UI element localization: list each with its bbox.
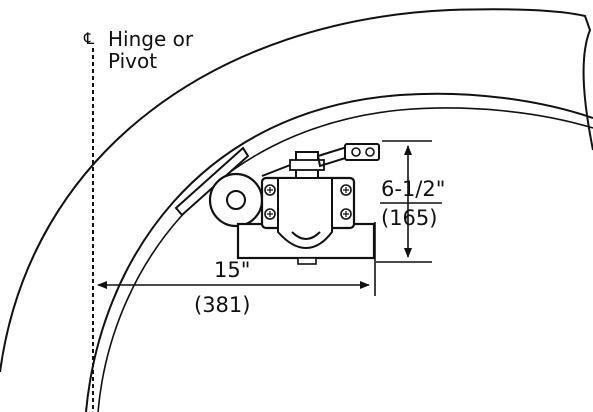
mounting-bracket bbox=[174, 146, 250, 217]
door-closer-body bbox=[174, 143, 380, 265]
hinge-label: ℄ Hinge or Pivot bbox=[83, 27, 194, 73]
hinge-label-line2: Pivot bbox=[108, 49, 157, 73]
door-arc-outline bbox=[0, 8, 593, 412]
vertical-dimension-metric-label: (165) bbox=[381, 206, 437, 230]
pinion-hub bbox=[226, 190, 246, 210]
closer-cover bbox=[277, 177, 333, 250]
hinge-label-line1: Hinge or bbox=[108, 27, 194, 51]
centerline-symbol: ℄ bbox=[83, 29, 95, 48]
horizontal-dimension-label: 15" bbox=[214, 258, 250, 282]
vertical-dimension: 6-1/2" (165) bbox=[376, 140, 445, 263]
vertical-dimension-label: 6-1/2" bbox=[381, 177, 445, 201]
mounting-screws bbox=[264, 184, 352, 220]
horizontal-dimension-metric-label: (381) bbox=[194, 293, 250, 317]
horizontal-dimension: 15" (381) bbox=[97, 222, 376, 317]
